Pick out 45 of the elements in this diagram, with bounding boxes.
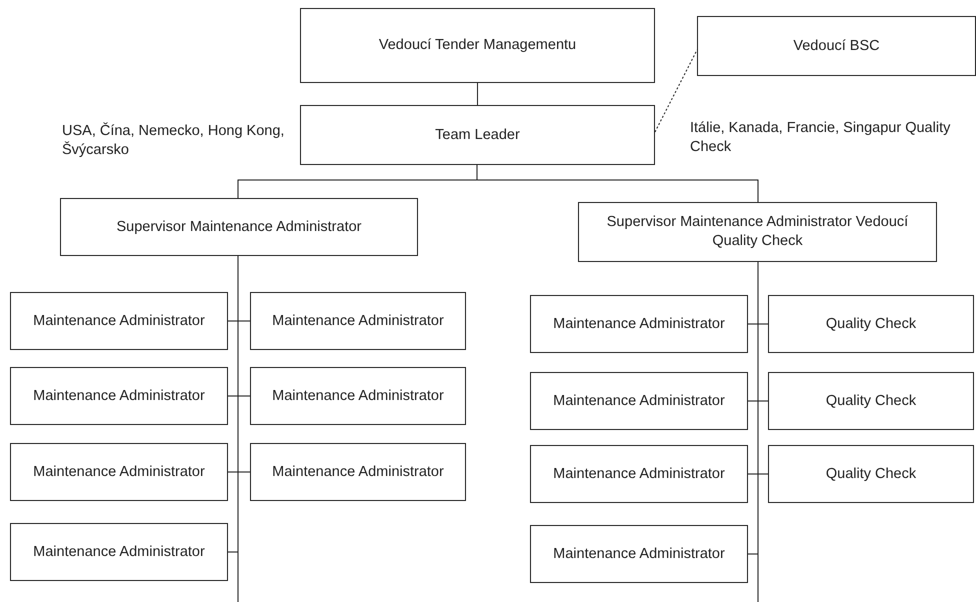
role-title: Maintenance Administrator [33,386,205,406]
org-box [300,8,655,83]
country-note: USA, Čína, Nemecko, Hong Kong, Švýcarsko [62,122,286,160]
role-title: Maintenance Administrator [553,544,725,564]
role-title: Maintenance Administrator [553,392,725,410]
role-title: Vedoucí Tender Managementu [378,36,576,55]
org-box [10,367,228,425]
role-title: Maintenance Administrator [33,312,205,330]
role-title: Maintenance Administrator [33,542,205,562]
country-note: Itálie, Kanada, Francie, Singapur Quality Check [690,119,952,157]
role-title: Quality Check [826,464,916,484]
org-box [768,445,974,503]
org-box [250,443,466,501]
org-box [578,202,937,262]
role-title: Quality Check [826,314,916,334]
org-box [530,295,748,353]
role-title: Maintenance Administrator [272,386,444,406]
connector-line [748,262,758,554]
org-box [530,372,748,430]
role-title: Maintenance Administrator [272,312,444,330]
role-title: Maintenance Administrator [33,462,205,482]
org-box [300,105,655,165]
role-title: Maintenance Administrator [553,464,725,484]
org-box [530,445,748,503]
connector-line [476,164,758,202]
role-title: Supervisor Maintenance Administrator [116,218,362,236]
org-box [768,372,974,430]
org-box [768,295,974,353]
role-title: Maintenance Administrator [553,314,725,334]
org-box [250,367,466,425]
role-title: Supervisor Maintenance Administrator Vedoucí Quality Check [606,213,910,251]
org-box [10,292,228,350]
org-box [250,292,466,350]
connector-line [228,256,238,552]
role-title: Team Leader [435,126,520,144]
org-box [10,523,228,581]
role-title: Quality Check [826,392,916,410]
role-title: Maintenance Administrator [272,462,444,482]
connector-line [654,50,698,132]
role-title: Vedoucí BSC [793,36,880,56]
org-box [697,16,976,76]
connector-line [477,82,478,106]
org-box [60,198,418,256]
org-box [530,525,748,583]
org-box [10,443,228,501]
